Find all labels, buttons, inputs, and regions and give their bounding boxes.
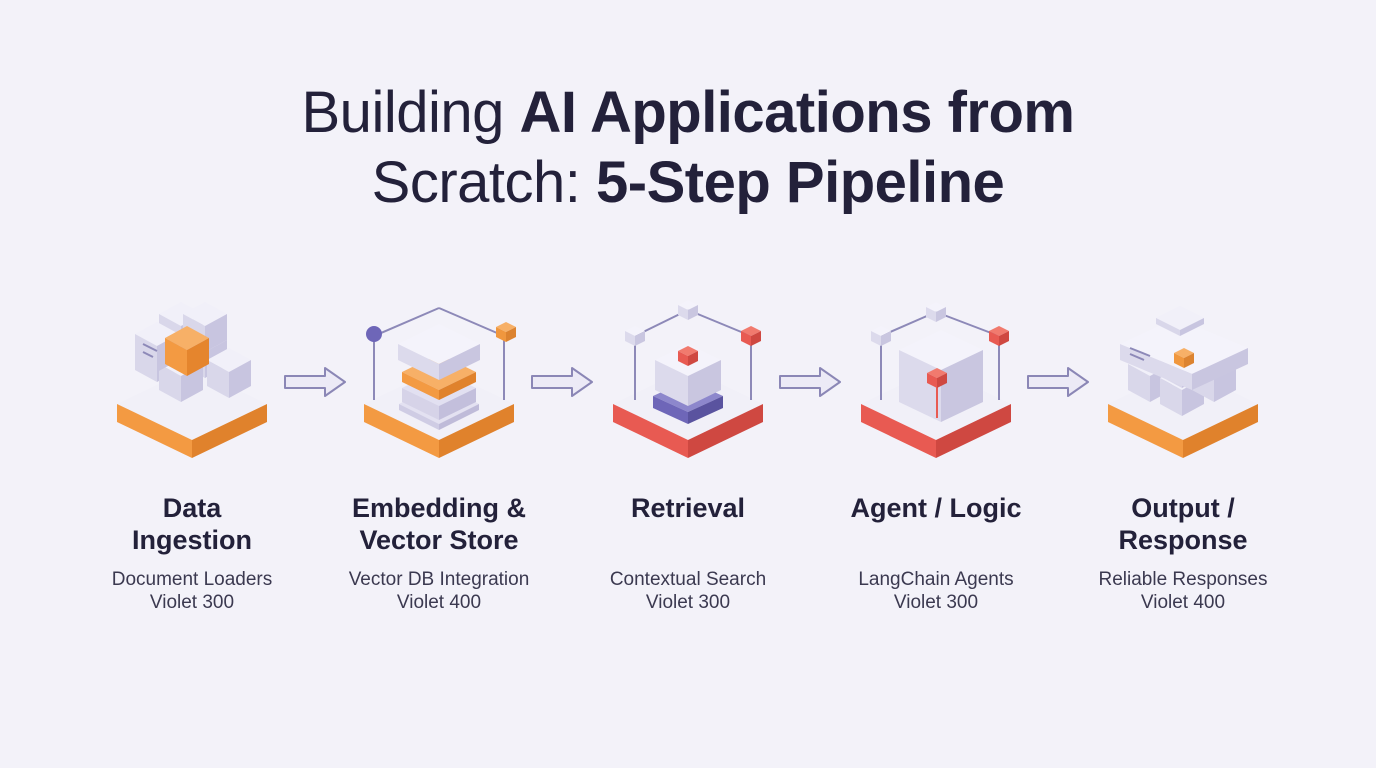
arrow-right-icon [284,367,346,397]
stage-title: Output / Response [1118,493,1248,555]
stage-title: Retrieval [630,493,746,523]
arrow-right-icon [531,367,593,397]
output-blocks-icon [1108,306,1258,458]
retrieval-network-icon [613,300,763,458]
title-line-1: Building AI Applications from [301,80,1075,145]
pipeline-stage-data-ingestion: Data Ingestion Document Loaders Violet 3… [92,296,292,614]
title-line-2: Scratch: 5-Step Pipeline [371,150,1005,215]
agent-logic-icon [861,302,1011,458]
pipeline-stage-retrieval: Retrieval Contextual Search Violet 300 [588,296,788,614]
pipeline-stage-agent-logic: Agent / Logic LangChain Agents Violet 30… [836,296,1036,614]
page-title: Building AI Applications from Scratch: 5… [0,78,1376,218]
vector-store-icon [364,307,516,458]
arrow-right-icon [779,367,841,397]
arrow-right-icon [1027,367,1089,397]
stage-description: Reliable Responses Violet 400 [1098,569,1268,613]
pipeline-stage-embedding-vector-store: Embedding & Vector Store Vector DB Integ… [339,296,539,614]
stage-description: Vector DB Integration Violet 400 [348,569,530,613]
stage-title: Data Ingestion [132,493,252,555]
stage-description: LangChain Agents Violet 300 [858,569,1014,613]
stacked-cubes-icon [117,302,267,458]
stage-description: Document Loaders Violet 300 [111,569,273,613]
stage-title: Embedding & Vector Store [352,493,526,555]
pipeline-stage-output-response: Output / Response Reliable Responses Vio… [1083,296,1283,614]
stage-title: Agent / Logic [850,493,1022,523]
stage-description: Contextual Search Violet 300 [609,569,767,613]
